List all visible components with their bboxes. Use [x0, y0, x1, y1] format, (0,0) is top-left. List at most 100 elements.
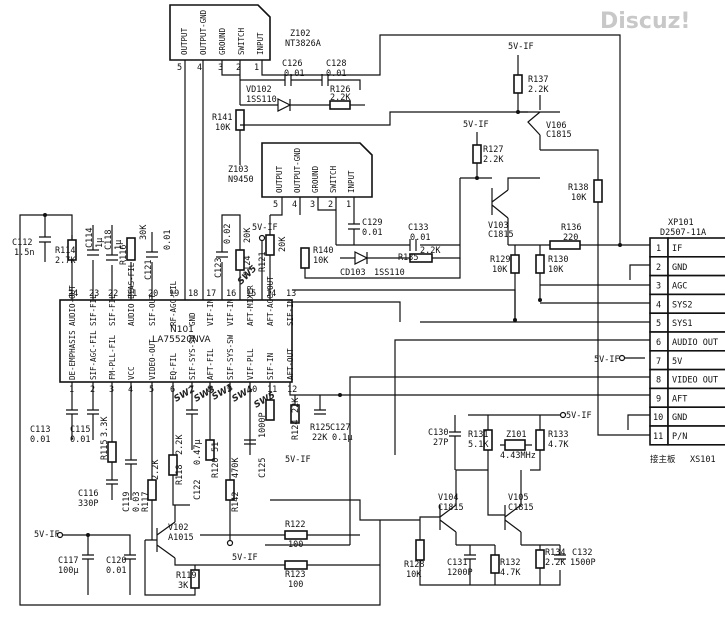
n101-bottom-label-11: SIF-IN	[266, 353, 275, 380]
n101-top-pin-13: 13	[286, 289, 296, 299]
c124-val: 20K	[243, 227, 253, 243]
n101-top-label-16: VIF-IN	[226, 299, 235, 326]
cd103-val: 1SS110	[374, 268, 405, 278]
c122-ref: C122	[193, 480, 203, 500]
n101-top-pin-15: 15	[246, 289, 256, 299]
c130-ref: C130	[428, 428, 448, 438]
n101-top-pin-19: 19	[169, 289, 179, 299]
supply-label-5: 5V-IF	[285, 455, 311, 465]
n101-top-pin-22: 22	[108, 289, 118, 299]
n101-bottom-pin-11: 11	[267, 385, 277, 395]
r124-ref: R124	[291, 420, 301, 440]
r137-ref: R137	[528, 75, 548, 85]
n101-top-pin-20: 20	[148, 289, 158, 299]
xp101-footer: 接主板	[650, 454, 676, 465]
z102-pin4: 4	[197, 63, 202, 73]
r117-val: 2.2K	[151, 459, 161, 480]
xp101-pin-num-10: 10	[653, 413, 663, 423]
n101-top-pin-18: 18	[188, 289, 198, 299]
r141-ref: R141	[212, 113, 232, 123]
c118-ref: C118	[104, 230, 114, 250]
xp101-part: D2507-11A	[660, 228, 706, 238]
xp101-pin-name-1: IF	[672, 244, 682, 254]
xp101-pin-num-3: 3	[656, 282, 661, 292]
r132-ref: R132	[500, 558, 520, 568]
r118-ref: R118	[175, 465, 185, 485]
n101-bottom-label-6: EQ-FIL	[169, 352, 178, 380]
v102-val: A1015	[168, 533, 194, 543]
xp101-pin-num-9: 9	[656, 394, 661, 404]
r118-val: 2.2K	[175, 434, 185, 455]
c131-val: 1200P	[447, 568, 473, 578]
r142-ref: R142	[231, 492, 241, 512]
xp101-pin-name-2: GND	[672, 263, 687, 273]
z102-part: NT3826A	[285, 39, 321, 49]
r114-val: 2.7K	[55, 256, 76, 266]
n101-top-label-22: SIF-FIL	[108, 294, 117, 326]
z103-pin1: 1	[346, 200, 351, 210]
r119-val: 3K	[178, 581, 189, 591]
xp101-pin-name-9: AFT	[672, 394, 687, 404]
c117-ref: C117	[58, 556, 78, 566]
n101-bottom-label-8: AFT-FIL	[206, 348, 215, 380]
c114-ref: C114	[85, 228, 95, 248]
xp101-pin-name-5: SYS1	[672, 319, 692, 329]
n101-top-label-23: SIF-FIL	[89, 294, 98, 326]
c121-val: 0.01	[163, 230, 173, 250]
n101-top-label-18: GND	[188, 312, 197, 326]
c123-ref: C123	[214, 258, 224, 278]
c133-val: 0.01	[410, 233, 430, 243]
c112-ref: C112	[12, 238, 32, 248]
r140-val: 10K	[313, 256, 329, 266]
z102-module: OUTPUT OUTPUT-GND GROUND SWITCH INPUT 5 …	[169, 4, 321, 73]
n101-top-label-14: AFT-AGC-OUT	[266, 276, 275, 326]
z102-pin2-label: SWITCH	[237, 27, 246, 55]
n101-top-pin-14: 14	[266, 289, 276, 299]
v106-val: C1815	[546, 130, 572, 140]
xp101-ref: XP101	[668, 218, 694, 228]
c130-val: 27P	[433, 438, 448, 448]
c126-ref: C126	[282, 59, 302, 69]
z103-pin2-label: SWITCH	[329, 165, 338, 193]
r141-val: 10K	[215, 123, 231, 133]
c119-ref: C119	[122, 492, 132, 512]
z103-part: N9450	[228, 175, 254, 185]
n101-bottom-label-3: FM-PLL-FIL	[108, 334, 117, 380]
v105-val: C1815	[508, 503, 534, 513]
c120-ref: C120	[106, 556, 126, 566]
r121-ref: R121	[258, 252, 268, 272]
supply-label-2: 5V-IF	[463, 120, 489, 130]
r129-ref: R129	[490, 255, 510, 265]
xp101-pin-num-8: 8	[656, 376, 661, 386]
v103-ref: V103	[488, 221, 508, 231]
r134-val: 2.2K	[545, 558, 566, 568]
xp101-pin-num-1: 1	[656, 244, 661, 254]
vd102-val: 1SS110	[246, 95, 277, 105]
r131-val: 5.1K	[468, 440, 489, 450]
r123-val: 100	[288, 580, 303, 590]
c112-val: 1.5n	[14, 248, 34, 258]
r125-val: 22K	[312, 433, 328, 443]
v104-ref: V104	[438, 493, 458, 503]
z103-pin4: 4	[292, 200, 297, 210]
handwritten-note-3: SW1	[211, 383, 236, 403]
z102-ref: Z102	[290, 29, 310, 39]
c120-val: 0.01	[106, 566, 126, 576]
n101-bottom-label-4: VCC	[127, 366, 136, 380]
supply-label-1: 5V-IF	[508, 42, 534, 52]
xp101-pin-num-5: 5	[656, 319, 661, 329]
c132-val: 1500P	[570, 558, 596, 568]
xp101-name-cell-11	[667, 425, 725, 446]
n101-top-pin-24: 24	[68, 289, 78, 299]
c128-ref: C128	[326, 59, 346, 69]
c132-ref: C132	[572, 548, 592, 558]
xp101-pin-num-4: 4	[656, 300, 661, 310]
v102-ref: V102	[168, 523, 188, 533]
r133-ref: R133	[548, 430, 568, 440]
r134-ref: R134	[545, 548, 565, 558]
watermark: Discuz!	[600, 9, 690, 34]
n101-bottom-label-9: SIF-SYS-SW	[226, 334, 235, 380]
r120-val: 51	[211, 442, 221, 452]
z101-val: 4.43MHz	[500, 451, 536, 461]
